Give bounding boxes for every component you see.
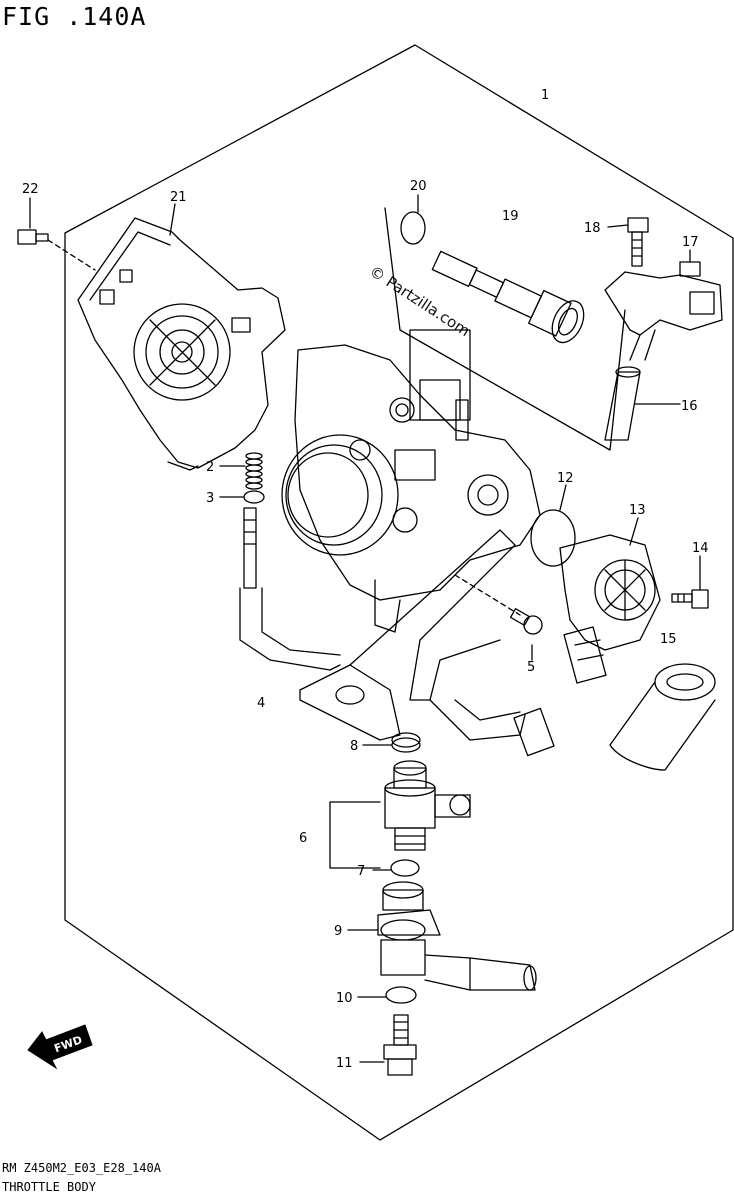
part-10-oring (385, 986, 417, 1004)
footer-code: RM Z450M2_E03_E28_140A (2, 1161, 161, 1175)
callout-14: 14 (692, 541, 709, 556)
part-2-spring (245, 452, 263, 490)
part-4-hose (239, 507, 555, 757)
callout-19: 19 (502, 209, 519, 224)
callout-5: 5 (527, 660, 535, 675)
part-22-bolt (17, 229, 96, 271)
part-19-frame (384, 207, 626, 451)
callout-22: 22 (22, 182, 39, 197)
callout-4: 4 (257, 696, 265, 711)
fwd-arrow-icon: FWD (27, 1024, 93, 1070)
callout-11: 11 (336, 1056, 353, 1071)
callout-7: 7 (357, 864, 365, 879)
part-12-oring (530, 509, 576, 567)
callout-20: 20 (410, 179, 427, 194)
part-14-screw (671, 589, 709, 609)
callout-17: 17 (682, 235, 699, 250)
assembly-boundary (64, 44, 734, 1141)
callout-8: 8 (350, 739, 358, 754)
part-9-holder (377, 881, 537, 991)
footer-description: THROTTLE BODY (2, 1180, 96, 1194)
part-18-bolt (627, 217, 649, 267)
part-21-bracket (77, 217, 286, 471)
part-19-sensor (431, 250, 585, 344)
callouts: 1 2 3 4 5 6 7 8 9 10 11 12 13 14 15 16 1… (22, 88, 709, 1071)
part-6-injector (329, 760, 471, 869)
callout-1: 1 (541, 88, 549, 103)
part-5-screw (454, 574, 543, 635)
callout-15: 15 (660, 632, 677, 647)
callout-3: 3 (206, 491, 214, 506)
part-3-washer (243, 490, 265, 504)
callout-9: 9 (334, 924, 342, 939)
callout-13: 13 (629, 503, 646, 518)
part-7-oring (390, 859, 420, 877)
part-17-connector (604, 261, 723, 361)
leader-lines (29, 194, 701, 1063)
callout-10: 10 (336, 991, 353, 1006)
throttle-body (281, 329, 541, 633)
part-20-oring (400, 211, 426, 245)
callout-2: 2 (206, 460, 214, 475)
callout-6: 6 (299, 831, 307, 846)
part-16-hose (604, 366, 641, 441)
callout-21: 21 (170, 190, 187, 205)
callout-18: 18 (584, 221, 601, 236)
part-15-filter (609, 663, 716, 771)
part-11-bolt (383, 1014, 417, 1076)
callout-12: 12 (557, 471, 574, 486)
part-13-tps (559, 534, 661, 684)
callout-16: 16 (681, 399, 698, 414)
figure-title: FIG .140A (2, 2, 147, 31)
